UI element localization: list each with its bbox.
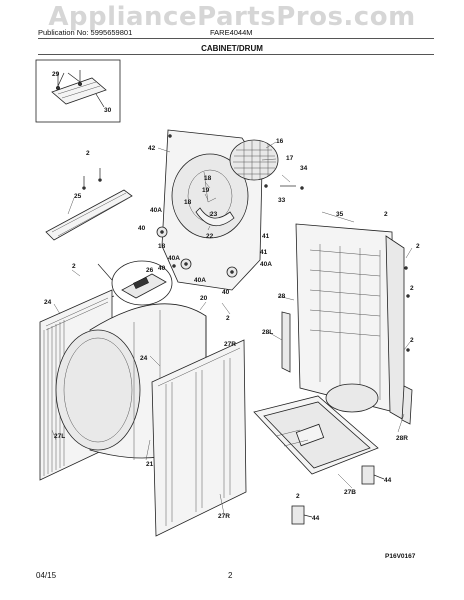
header-rule	[38, 38, 434, 39]
callout-42: 42	[148, 145, 156, 152]
callout-35: 35	[336, 211, 344, 218]
callout-33: 33	[278, 197, 286, 204]
callout-2-right-3: 2	[410, 285, 414, 292]
control-board-inset	[91, 260, 173, 306]
callout-28L: 28L	[262, 329, 273, 336]
callout-40-1: 40	[138, 225, 146, 232]
callout-44-2: 44	[312, 515, 320, 522]
callout-16: 16	[276, 138, 284, 145]
callout-44-1: 44	[384, 477, 392, 484]
callout-40A-1: 40A	[150, 207, 162, 214]
callout-2-right-4: 2	[410, 337, 414, 344]
diagram-title: CABINET/DRUM	[201, 44, 263, 53]
callout-41-1: 41	[262, 233, 270, 240]
callout-2-top: 2	[86, 150, 90, 157]
callout-2-bottom: 2	[296, 493, 300, 500]
callout-40-3: 40	[222, 289, 230, 296]
publication-number: Publication No: 5995659801	[38, 28, 133, 37]
callout-2-mid: 2	[226, 315, 230, 322]
watermark: AppliancePartsPros.com	[48, 2, 416, 32]
callout-20: 20	[200, 295, 208, 302]
base-pan	[253, 395, 379, 475]
callout-2-right-2: 2	[416, 243, 420, 250]
callout-18-c: 18	[158, 243, 166, 250]
inset-box	[35, 59, 121, 123]
callout-24-2: 24	[140, 355, 148, 362]
callout-26: 26	[146, 267, 154, 274]
callout-41-2: 41	[260, 249, 268, 256]
front-panel	[295, 223, 405, 421]
callout-23: 23	[210, 211, 218, 218]
callout-17: 17	[286, 155, 294, 162]
callout-18: 18	[204, 175, 212, 182]
callout-27B: 27B	[344, 489, 356, 496]
leader-lines	[51, 141, 413, 515]
callout-24-1: 24	[44, 299, 52, 306]
callout-40-2: 40	[158, 265, 166, 272]
callout-29: 29	[52, 71, 60, 78]
title-rule	[38, 54, 434, 55]
right-side-panel	[151, 339, 247, 537]
callout-34: 34	[300, 165, 308, 172]
callout-28: 28	[278, 293, 286, 300]
callout-40A-3: 40A	[194, 277, 206, 284]
callout-40A-4: 40A	[260, 261, 272, 268]
footer-date: 04/15	[36, 571, 57, 580]
callout-22: 22	[206, 233, 214, 240]
page-number: 2	[228, 571, 233, 580]
rollers-and-hardware	[156, 184, 413, 525]
callout-27L: 27L	[54, 433, 65, 440]
callout-27R: 27R	[218, 513, 230, 520]
vent-screen	[229, 139, 296, 187]
callout-18-b: 18	[184, 199, 192, 206]
top-bracket	[45, 168, 133, 241]
callout-27R-top: 27R	[224, 341, 236, 348]
callout-2-left: 2	[72, 263, 76, 270]
callout-40A-2: 40A	[168, 255, 180, 262]
callout-30: 30	[104, 107, 112, 114]
callout-25: 25	[74, 193, 82, 200]
callout-28R: 28R	[396, 435, 408, 442]
callout-19: 19	[202, 187, 210, 194]
figure-id: P16V0167	[385, 553, 416, 560]
callout-21: 21	[146, 461, 154, 468]
model-number: FARE4044M	[210, 28, 253, 37]
callout-2-right-1: 2	[384, 211, 388, 218]
